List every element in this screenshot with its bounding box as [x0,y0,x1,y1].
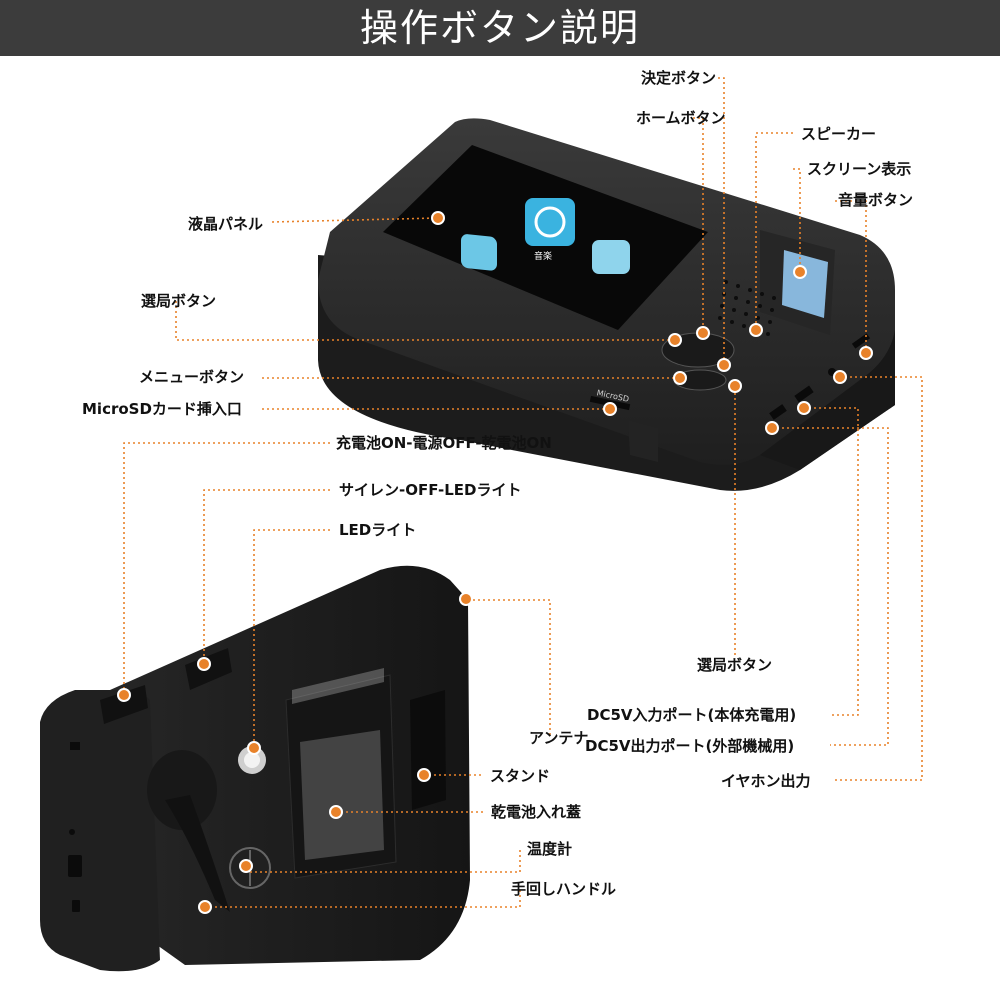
battery-cover-label: 乾電池入れ蓋 [491,803,582,821]
screen-item-label: 音楽 [534,250,552,262]
dc-out-port-label: DC5V出力ポート(外部機械用) [585,737,795,755]
speaker-label: スピーカー [801,125,877,143]
siren-switch-label: サイレン-OFF-LEDライト [339,481,522,499]
speaker-grill [718,280,776,336]
dc-in-port-label: DC5V入力ポート(本体充電用) [587,706,797,724]
enter-button-label: 決定ボタン [641,69,717,87]
volume-button-label: 音量ボタン [838,191,914,209]
radio-front-view: 音楽 MicroSD [318,118,895,491]
led-light-label: LEDライト [339,521,417,539]
microsd-slot-label-text: MicroSDカード挿入口 [82,400,242,418]
callout-dots [117,211,873,914]
thermometer-label: 温度計 [527,840,573,858]
earphone-out-label: イヤホン出力 [721,772,811,790]
power-switch-label: 充電池ON-電源OFF-乾電池ON [336,434,552,452]
image-icon [592,240,630,274]
menu-button-label: メニューボタン [139,368,245,386]
radio-back-view [40,565,470,972]
tuning-button-right-label: 選局ボタン [697,656,773,674]
lcd-panel-label: 液晶パネル [188,215,264,233]
antenna-label: アンテナ [529,729,589,747]
screen-display-lcd [782,250,828,318]
home-button-label: ホームボタン [636,109,726,127]
screen-display-label: スクリーン表示 [807,160,912,178]
stand-label: スタンド [490,767,551,785]
globe-icon [461,234,497,271]
tuning-button-left-label: 選局ボタン [141,292,217,310]
headphones-icon [525,198,575,246]
hand-crank-label: 手回しハンドル [511,880,617,898]
callout-lines [123,77,923,908]
page-title: 操作ボタン説明 [0,0,1000,56]
